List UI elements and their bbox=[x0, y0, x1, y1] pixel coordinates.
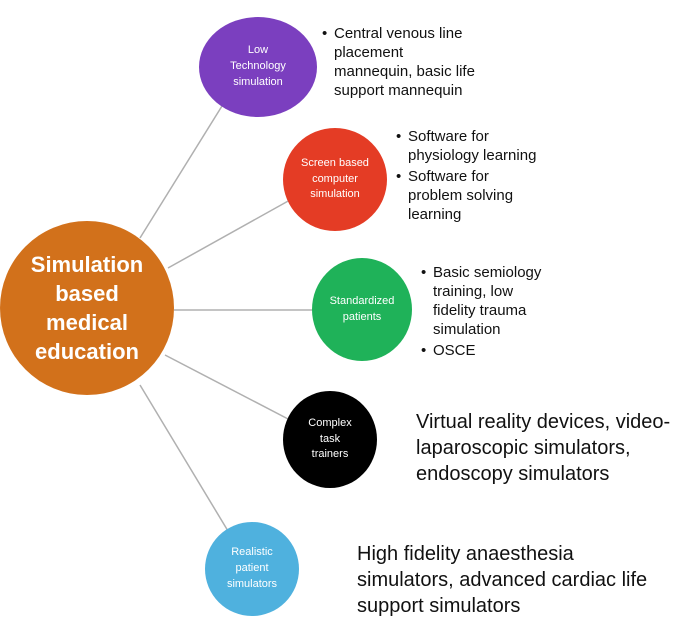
node-label-realistic: Realistic patient simulators bbox=[226, 546, 278, 590]
central-node-label: Simulation based medical education bbox=[30, 251, 144, 365]
node-label-complex-task: Complex task trainers bbox=[308, 416, 352, 461]
bullet-item: Central venous line placement mannequin,… bbox=[322, 24, 522, 100]
description-screen-based: Software for physiology learning Softwar… bbox=[396, 127, 566, 224]
description-standardized-patients: Basic semiology training, low fidelity t… bbox=[421, 263, 581, 360]
central-node-simulation-based-medical-education: Simulation based medical education bbox=[0, 221, 174, 395]
node-realistic-patient-simulators: Realistic patient simulators bbox=[205, 522, 299, 616]
node-low-technology-simulation: Low Technology simulation bbox=[199, 17, 317, 117]
node-complex-task-trainers: Complex task trainers bbox=[283, 391, 377, 488]
description-realistic-patient-simulators: High fidelity anaesthesia simulators, ad… bbox=[357, 543, 648, 617]
node-screen-based-computer-simulation: Screen based computer simulation bbox=[283, 128, 387, 231]
node-label-low-technology: Low Technology simulation bbox=[230, 44, 286, 88]
node-standardized-patients: Standardized patients bbox=[312, 258, 412, 361]
bullet-item: OSCE bbox=[421, 341, 581, 360]
connector-low-technology bbox=[139, 105, 223, 239]
bullet-item: Software for physiology learning bbox=[396, 127, 566, 165]
node-label-standardized: Standardized patients bbox=[329, 294, 395, 323]
description-low-technology: Central venous line placement mannequin,… bbox=[322, 24, 522, 100]
node-label-screen-based: Screen based computer simulation bbox=[301, 156, 369, 201]
bullet-item: Software for problem solving learning bbox=[396, 167, 566, 224]
connector-complex-task bbox=[164, 354, 291, 421]
connector-screen-based bbox=[167, 199, 291, 269]
bullet-item: Basic semiology training, low fidelity t… bbox=[421, 263, 581, 339]
description-complex-task-trainers: Virtual reality devices, video- laparosc… bbox=[416, 411, 671, 485]
connector-realistic bbox=[139, 384, 229, 532]
